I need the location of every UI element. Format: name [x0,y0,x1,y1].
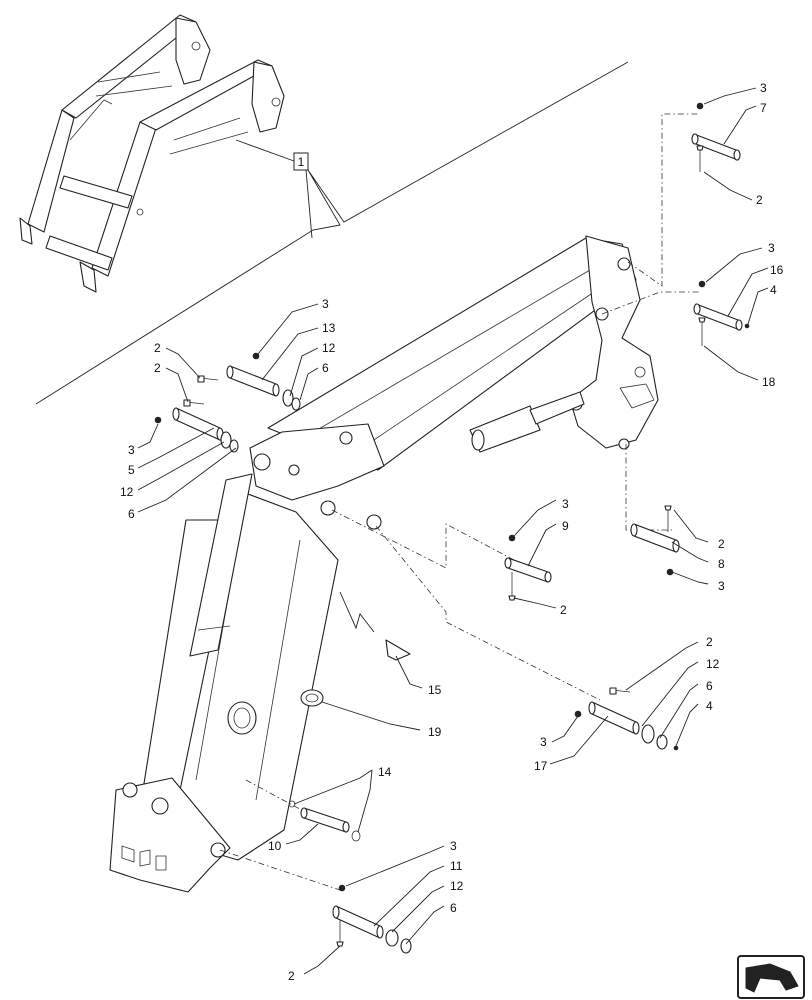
callout-2-c: 2 [718,537,725,551]
callout-10: 10 [268,839,282,853]
pin-assembly-8 [630,505,680,576]
arrow-left-icon[interactable] [737,955,805,999]
pin-assembly-9 [504,534,552,601]
callout-17: 17 [534,759,548,773]
callout-3-f: 3 [562,497,569,511]
callout-2-a: 2 [154,341,161,355]
callout-2-b: 2 [154,361,161,375]
callout-5: 5 [128,463,135,477]
pin-assembly-13 [197,352,301,411]
callout-15: 15 [428,683,442,697]
callout-19: 19 [428,725,442,739]
callout-2-top: 2 [756,193,763,207]
svg-text:1: 1 [298,155,305,169]
wedge-part-15 [339,591,411,661]
callout-3-top: 3 [760,81,767,95]
callout-4-b: 4 [706,699,713,713]
callout-12-b: 12 [120,485,134,499]
pin-assembly-10 [288,800,361,842]
pin-assembly-7 [691,102,741,172]
callout-14: 14 [378,765,392,779]
pin-assembly-16 [693,280,750,346]
pin-assembly-17 [574,687,679,751]
loader-arm-main [109,235,659,893]
callout-7: 7 [760,101,767,115]
callout-8: 8 [718,557,725,571]
callout-3-d: 3 [128,443,135,457]
callout-3-h: 3 [450,839,457,853]
callout-2-e: 2 [706,635,713,649]
callout-3-g: 3 [540,735,547,749]
callout-12-d: 12 [450,879,464,893]
callout-1: 1 [235,139,313,239]
callout-9: 9 [562,519,569,533]
ring-part-19 [300,689,324,707]
pin-assembly-5 [154,399,239,453]
callout-6-d: 6 [450,901,457,915]
callout-11: 11 [450,859,463,873]
section-separator-line [35,61,629,405]
pin-assembly-11 [332,884,412,954]
callout-18: 18 [762,375,776,389]
callout-4-a: 4 [770,283,777,297]
callout-6-b: 6 [128,507,135,521]
callout-13: 13 [322,321,336,335]
loader-overview-thumbnail [19,14,285,293]
callout-12-a: 12 [322,341,336,355]
callout-3-b: 3 [768,241,775,255]
callout-12-c: 12 [706,657,720,671]
callout-6-a: 6 [322,361,329,375]
callout-16: 16 [770,263,784,277]
callout-2-d: 2 [560,603,567,617]
callout-2-f: 2 [288,969,295,983]
leader-lines [137,87,769,975]
callout-3-c: 3 [322,297,329,311]
callout-labels: 3 7 2 3 16 4 18 3 13 12 6 2 2 3 5 12 6 2… [120,81,784,983]
callout-6-c: 6 [706,679,713,693]
callout-3-e: 3 [718,579,725,593]
